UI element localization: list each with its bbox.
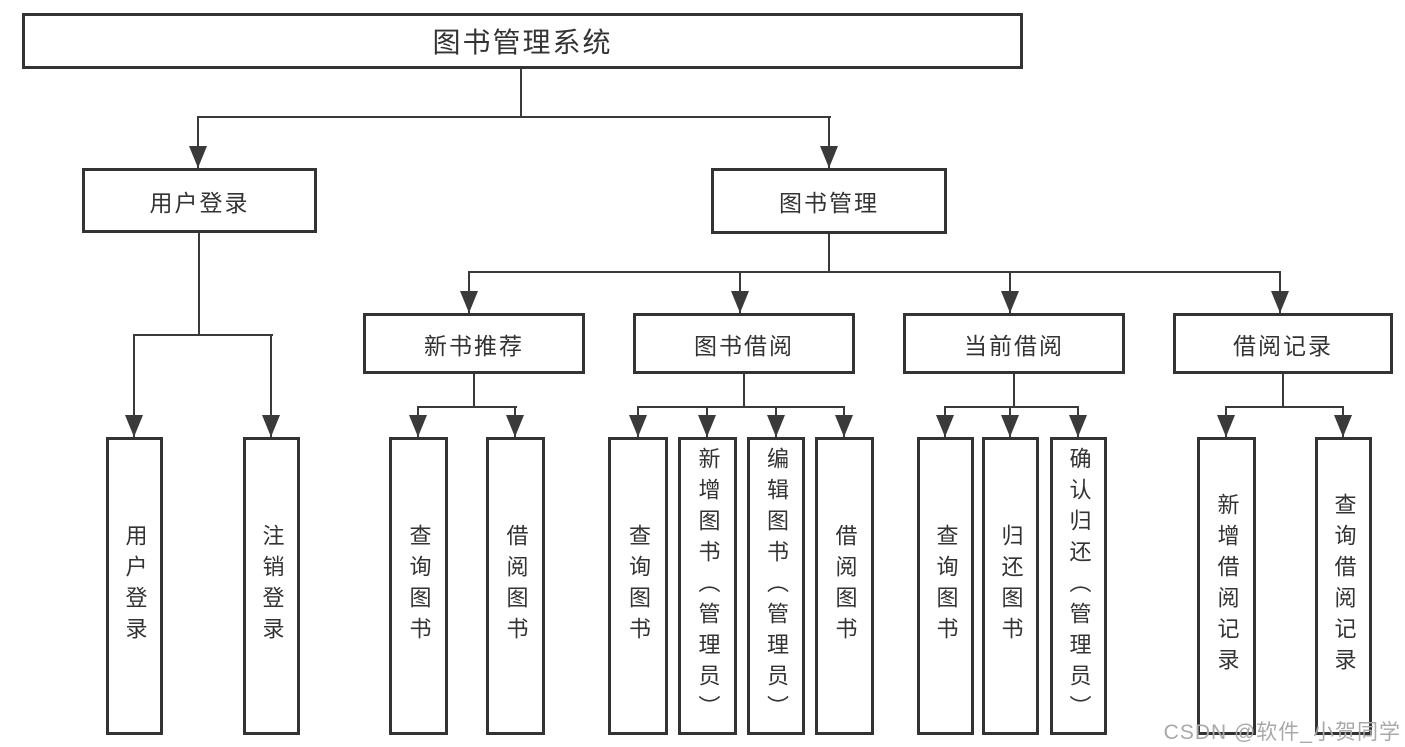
node-label: 新书推荐: [424, 332, 524, 359]
arrowhead-icon: [835, 415, 853, 437]
connector-line: [1013, 374, 1015, 408]
node-add-borrow-record: 新增借阅记录: [1197, 437, 1256, 735]
connector-line: [473, 374, 475, 408]
node-library-management-system: 图书管理系统: [22, 13, 1023, 69]
connector-line: [417, 406, 517, 408]
node-edit-book-admin: 编辑图书（管理员）: [747, 437, 805, 735]
connector-line: [198, 232, 200, 336]
node-borrowing-records: 借阅记录: [1173, 313, 1393, 374]
node-query-borrow-record: 查询借阅记录: [1315, 437, 1372, 735]
arrowhead-icon: [189, 146, 207, 168]
arrowhead-icon: [820, 146, 838, 168]
node-add-book-admin: 新增图书（管理员）: [678, 437, 737, 735]
node-book-borrowing: 图书借阅: [633, 313, 855, 374]
connector-line: [637, 406, 845, 408]
node-user-login-leaf: 用户登录: [106, 437, 163, 735]
node-current-borrowing: 当前借阅: [903, 313, 1125, 374]
arrowhead-icon: [1001, 415, 1019, 437]
connector-line: [828, 117, 830, 168]
connector-line: [133, 335, 135, 437]
node-label: 查询图书: [933, 524, 959, 648]
connector-line: [743, 374, 745, 408]
node-label: 归还图书: [998, 524, 1024, 648]
node-label: 用户登录: [149, 189, 250, 216]
connector-line: [1282, 374, 1284, 408]
node-logout: 注销登录: [243, 437, 300, 735]
node-label: 注销登录: [259, 524, 285, 648]
arrowhead-icon: [936, 415, 954, 437]
connector-line: [468, 271, 1281, 273]
node-book-management: 图书管理: [711, 168, 947, 234]
arrowhead-icon: [1271, 291, 1289, 313]
arrowhead-icon: [731, 291, 749, 313]
arrowhead-icon: [1334, 415, 1352, 437]
arrowhead-icon: [409, 415, 427, 437]
arrowhead-icon: [1217, 415, 1235, 437]
node-label: 用户登录: [122, 524, 148, 648]
node-return-book: 归还图书: [982, 437, 1039, 735]
node-label: 图书管理系统: [432, 27, 613, 58]
node-borrow-books-recommend: 借阅图书: [486, 437, 545, 735]
node-label: 编辑图书（管理员）: [764, 446, 789, 726]
arrowhead-icon: [698, 415, 716, 437]
connector-line: [197, 116, 831, 118]
node-query-books-recommend: 查询图书: [389, 437, 448, 735]
connector-line: [944, 406, 1079, 408]
node-label: 查询图书: [406, 524, 432, 648]
node-new-book-recommend: 新书推荐: [363, 313, 585, 374]
node-label: 借阅记录: [1233, 332, 1333, 359]
node-query-books-current: 查询图书: [917, 437, 974, 735]
node-label: 图书借阅: [694, 332, 794, 359]
node-user-login: 用户登录: [82, 168, 317, 233]
arrowhead-icon: [262, 415, 280, 437]
connector-line: [133, 334, 273, 336]
node-label: 确认归还（管理员）: [1066, 446, 1092, 726]
connector-line: [520, 69, 522, 118]
node-label: 查询图书: [626, 524, 651, 648]
arrowhead-icon: [506, 415, 524, 437]
node-label: 新增借阅记录: [1214, 493, 1240, 679]
arrowhead-icon: [629, 415, 647, 437]
arrowhead-icon: [1069, 415, 1087, 437]
arrowhead-icon: [1001, 291, 1019, 313]
arrowhead-icon: [767, 415, 785, 437]
node-label: 当前借阅: [964, 332, 1064, 359]
connector-line: [270, 335, 272, 437]
arrowhead-icon: [125, 415, 143, 437]
node-confirm-return-admin: 确认归还（管理员）: [1050, 437, 1107, 735]
connector-line: [828, 234, 830, 273]
node-label: 借阅图书: [503, 524, 529, 648]
node-label: 查询借阅记录: [1331, 493, 1357, 679]
node-borrow-books: 借阅图书: [815, 437, 874, 735]
node-label: 新增图书（管理员）: [695, 446, 721, 726]
node-query-books-borrowing: 查询图书: [608, 437, 668, 735]
node-label: 图书管理: [779, 190, 879, 216]
watermark: CSDN @软件_小贺同学: [1163, 721, 1401, 744]
connector-line: [197, 117, 199, 168]
connector-line: [1225, 406, 1344, 408]
arrowhead-icon: [460, 291, 478, 313]
node-label: 借阅图书: [832, 524, 858, 648]
